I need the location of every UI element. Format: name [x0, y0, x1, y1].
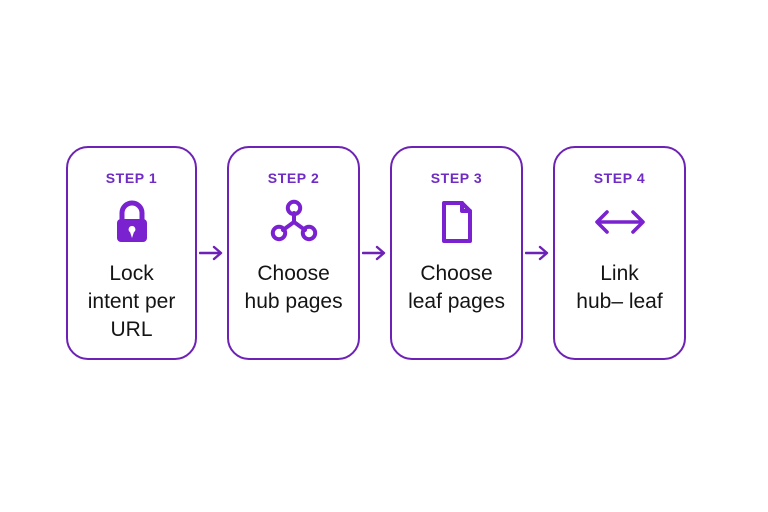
process-flow: STEP 1 Lock intent per URL STEP 2: [66, 146, 686, 360]
lock-icon: [111, 196, 153, 248]
step-label-4: STEP 4: [593, 170, 646, 186]
hub-network-icon: [270, 196, 318, 248]
step-label-3: STEP 3: [430, 170, 483, 186]
arrow-right-icon: [197, 146, 227, 360]
step-label-2: STEP 2: [267, 170, 320, 186]
step-text-2: Choose hub pages: [244, 262, 343, 313]
step-label-1: STEP 1: [105, 170, 158, 186]
arrow-right-icon: [523, 146, 553, 360]
step-text-1: Lock intent per URL: [87, 262, 176, 341]
double-arrow-horizontal-icon: [592, 196, 648, 248]
step-text-4: Link hub– leaf: [576, 262, 663, 313]
step-card-3[interactable]: STEP 3 Choose leaf pages: [390, 146, 524, 360]
step-card-1[interactable]: STEP 1 Lock intent per URL: [66, 146, 198, 360]
step-text-3: Choose leaf pages: [408, 262, 505, 313]
arrow-right-icon: [360, 146, 390, 360]
document-page-icon: [438, 196, 476, 248]
step-card-2[interactable]: STEP 2 Choose hub pages: [227, 146, 361, 360]
step-card-4[interactable]: STEP 4 Link hub– leaf: [553, 146, 686, 360]
